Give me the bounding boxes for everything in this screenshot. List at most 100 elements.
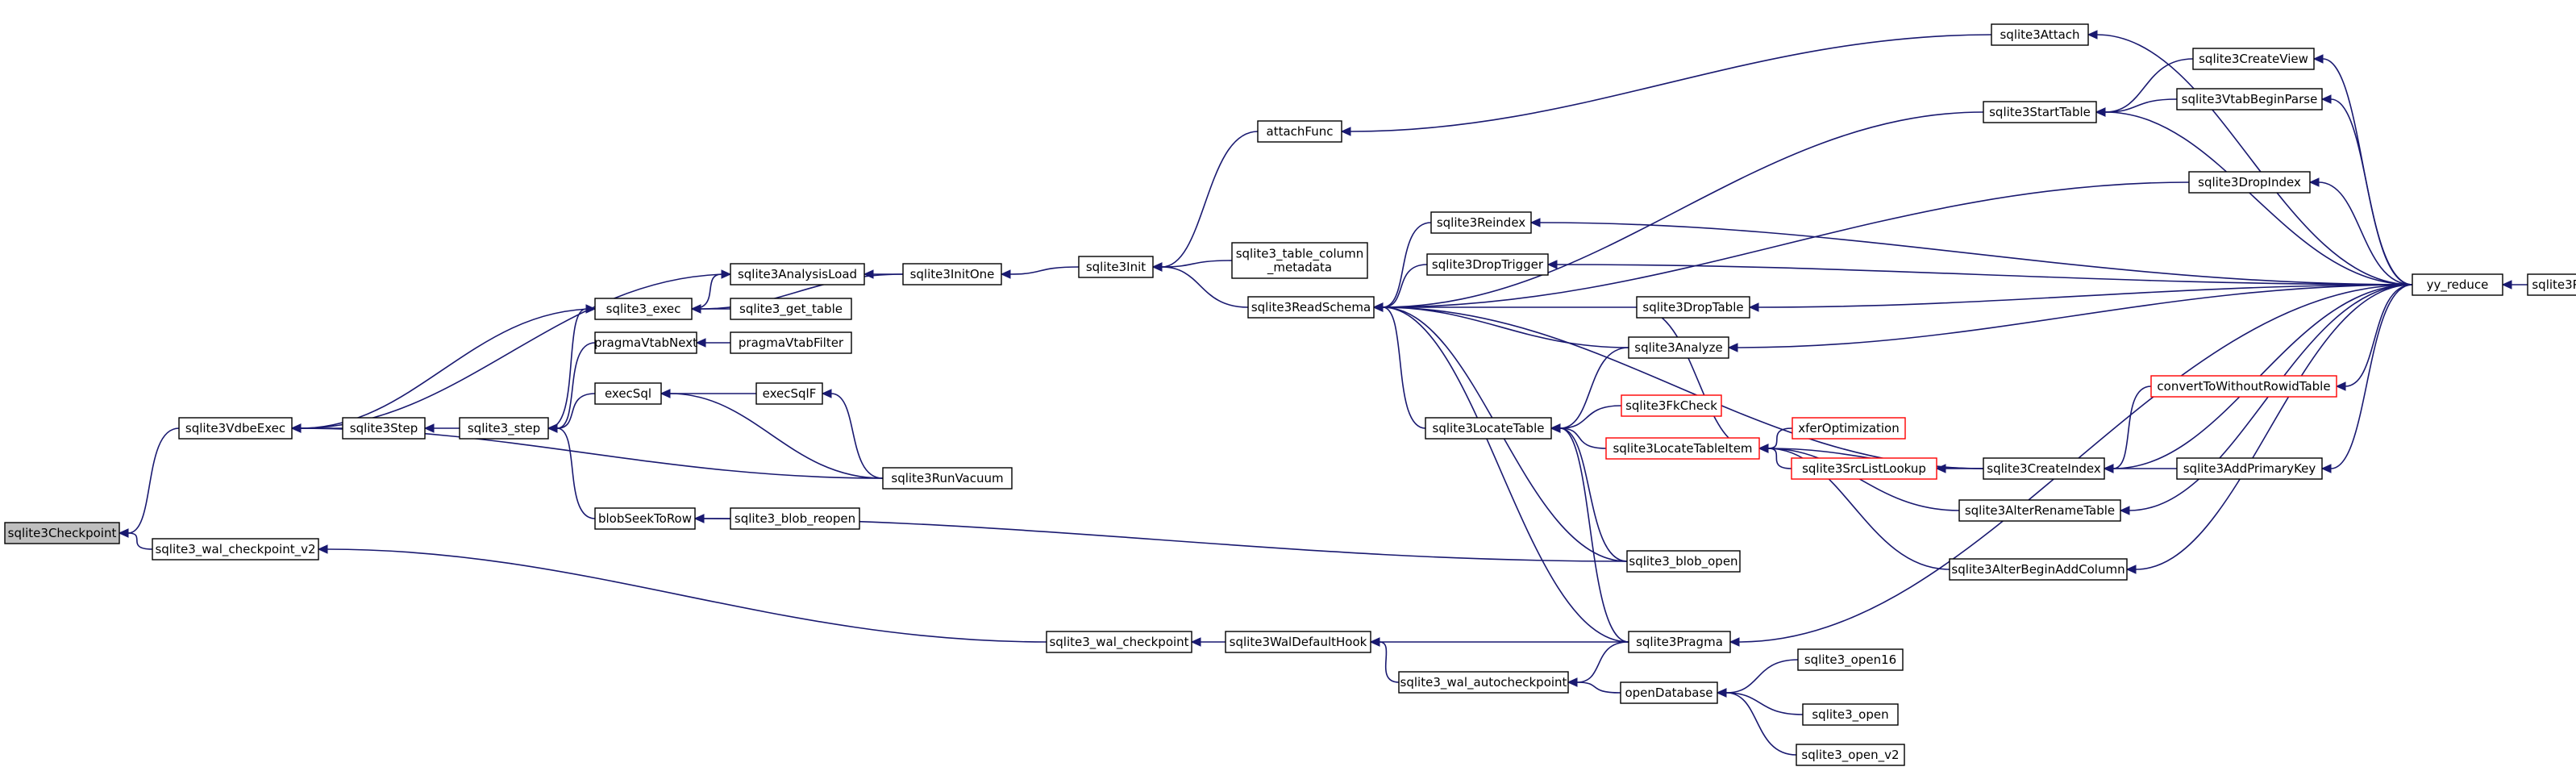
node-box <box>1991 23 2089 46</box>
edge-runvacuum-to-execsql <box>660 389 884 479</box>
node-droptrigger[interactable]: sqlite3DropTrigger <box>1426 253 1549 276</box>
node-altrename[interactable]: sqlite3AlterRenameTable <box>1958 499 2121 522</box>
node-label: sqlite3DropTrigger <box>1432 257 1544 272</box>
node-box <box>459 417 549 440</box>
node-runvacuum[interactable]: sqlite3RunVacuum <box>882 467 1013 490</box>
node-box <box>730 507 860 530</box>
node-altaddcol[interactable]: sqlite3AlterBeginAddColumn <box>1949 558 2128 581</box>
node-pvfilter[interactable]: pragmaVtabFilter <box>730 331 852 354</box>
node-blobopen[interactable]: sqlite3_blob_open <box>1626 550 1741 573</box>
node-label: yy_reduce <box>2427 277 2489 293</box>
node-yyreduce[interactable]: yy_reduce <box>2412 273 2503 296</box>
node-open16[interactable]: sqlite3_open16 <box>1797 648 1904 671</box>
node-label: pragmaVtabNext <box>594 335 697 350</box>
node-box <box>882 467 1013 490</box>
node-reindex[interactable]: sqlite3Reindex <box>1430 211 1532 234</box>
node-label: sqlite3CreateView <box>2199 52 2308 66</box>
node-parser[interactable]: sqlite3Parser <box>2527 273 2576 296</box>
edge-readschema-to-init <box>1151 262 1249 308</box>
node-box <box>1802 703 1899 726</box>
node-label: sqlite3_open16 <box>1804 652 1896 668</box>
node-step_cap[interactable]: sqlite3Step <box>342 417 426 440</box>
node-createindex[interactable]: sqlite3CreateIndex <box>1983 457 2105 480</box>
edge-pragma-to-locatetable <box>1550 423 1629 643</box>
edge-reindex-to-readschema <box>1372 222 1432 312</box>
edge-pragma-to-walhook <box>1369 637 1629 647</box>
node-label: sqlite3Init <box>1086 260 1146 274</box>
node-gettable[interactable]: sqlite3_get_table <box>730 298 852 320</box>
node-createview[interactable]: sqlite3CreateView <box>2192 48 2315 70</box>
node-label: sqlite3SrcListLookup <box>1802 461 1926 476</box>
node-box <box>730 298 852 320</box>
node-label: sqlite3AnalysisLoad <box>738 267 857 281</box>
node-label: sqlite3_wal_autocheckpoint <box>1400 675 1567 690</box>
node-label: sqlite3RunVacuum <box>891 471 1003 486</box>
node-starttable[interactable]: sqlite3StartTable <box>1983 101 2097 123</box>
node-convert[interactable]: convertToWithoutRowidTable <box>2150 375 2337 398</box>
node-box <box>1078 256 1154 278</box>
node-readschema[interactable]: sqlite3ReadSchema <box>1247 296 1375 319</box>
node-label: sqlite3WalDefaultHook <box>1230 635 1367 649</box>
node-analyze[interactable]: sqlite3Analyze <box>1628 336 1729 359</box>
edge-walauto-to-walhook <box>1369 637 1400 683</box>
node-box <box>2188 171 2311 194</box>
edge-parser-to-yyreduce <box>2501 280 2528 290</box>
node-exec[interactable]: sqlite3_exec <box>594 298 693 320</box>
node-step[interactable]: sqlite3_step <box>459 417 549 440</box>
edge-yyreduce-to-attach <box>2087 30 2413 285</box>
node-label: _metadata <box>1267 260 1332 276</box>
node-label: xferOptimization <box>1798 421 1900 436</box>
edge-yyreduce-to-convert <box>2335 284 2413 391</box>
node-vtabbegin[interactable]: sqlite3VtabBeginParse <box>2176 88 2323 110</box>
node-execsqlf[interactable]: execSqlF <box>755 382 823 405</box>
node-label: sqlite3Checkpoint <box>8 526 117 540</box>
node-walcp[interactable]: sqlite3_wal_checkpoint <box>1046 631 1192 653</box>
node-opendb[interactable]: openDatabase <box>1620 681 1718 704</box>
node-label: sqlite3FkCheck <box>1625 398 1717 413</box>
node-box <box>1636 296 1750 319</box>
node-lti[interactable]: sqlite3LocateTableItem <box>1605 437 1760 460</box>
node-tcm[interactable]: sqlite3_table_column_metadata <box>1231 242 1368 279</box>
edge-yyreduce-to-addpk <box>2320 284 2413 473</box>
node-blobreopen[interactable]: sqlite3_blob_reopen <box>730 507 860 530</box>
node-box <box>1426 253 1549 276</box>
node-walauto[interactable]: sqlite3_wal_autocheckpoint <box>1398 671 1569 694</box>
node-locatetable[interactable]: sqlite3LocateTable <box>1425 417 1552 440</box>
node-blobseek[interactable]: blobSeekToRow <box>594 507 696 530</box>
node-label: sqlite3DropTable <box>1642 300 1743 315</box>
node-label: sqlite3_blob_reopen <box>735 511 855 527</box>
node-fkcheck[interactable]: sqlite3FkCheck <box>1621 394 1722 417</box>
node-vdbeexec[interactable]: sqlite3VdbeExec <box>178 417 293 440</box>
node-label: sqlite3Reindex <box>1437 215 1525 230</box>
node-box <box>178 417 293 440</box>
node-addpk[interactable]: sqlite3AddPrimaryKey <box>2176 457 2323 480</box>
node-label: sqlite3LocateTable <box>1433 421 1545 436</box>
node-pragma[interactable]: sqlite3Pragma <box>1628 631 1731 653</box>
node-pvnext[interactable]: pragmaVtabNext <box>594 331 697 354</box>
node-box <box>1430 211 1532 234</box>
node-openv2[interactable]: sqlite3_open_v2 <box>1796 744 1905 766</box>
node-srclist[interactable]: sqlite3SrcListLookup <box>1791 457 1937 480</box>
node-execsql[interactable]: execSql <box>594 382 662 405</box>
node-box <box>1949 558 2128 581</box>
node-initone[interactable]: sqlite3InitOne <box>902 263 1002 285</box>
node-droptable[interactable]: sqlite3DropTable <box>1636 296 1750 319</box>
node-analysisload[interactable]: sqlite3AnalysisLoad <box>730 263 865 285</box>
node-init[interactable]: sqlite3Init <box>1078 256 1154 278</box>
edge-yyreduce-to-altaddcol <box>2125 284 2413 574</box>
edge-blobseek-to-step <box>547 423 596 519</box>
edge-vtabbegin-to-starttable <box>2095 98 2178 117</box>
node-walhook[interactable]: sqlite3WalDefaultHook <box>1225 631 1371 653</box>
node-box <box>2176 88 2323 110</box>
node-walcp2[interactable]: sqlite3_wal_checkpoint_v2 <box>152 538 319 561</box>
node-dropindex[interactable]: sqlite3DropIndex <box>2188 171 2311 194</box>
edge-attach-to-attachfunc <box>1340 34 1992 136</box>
node-open[interactable]: sqlite3_open <box>1802 703 1899 726</box>
edge-step-to-exec <box>547 304 597 429</box>
node-attach[interactable]: sqlite3Attach <box>1991 23 2089 46</box>
edge-convert-to-createindex <box>2103 386 2152 473</box>
node-label: sqlite3_wal_checkpoint <box>1049 635 1188 650</box>
node-xfer[interactable]: xferOptimization <box>1792 417 1906 440</box>
node-attachfunc[interactable]: attachFunc <box>1257 120 1342 143</box>
node-label: sqlite3_blob_open <box>1629 554 1737 569</box>
